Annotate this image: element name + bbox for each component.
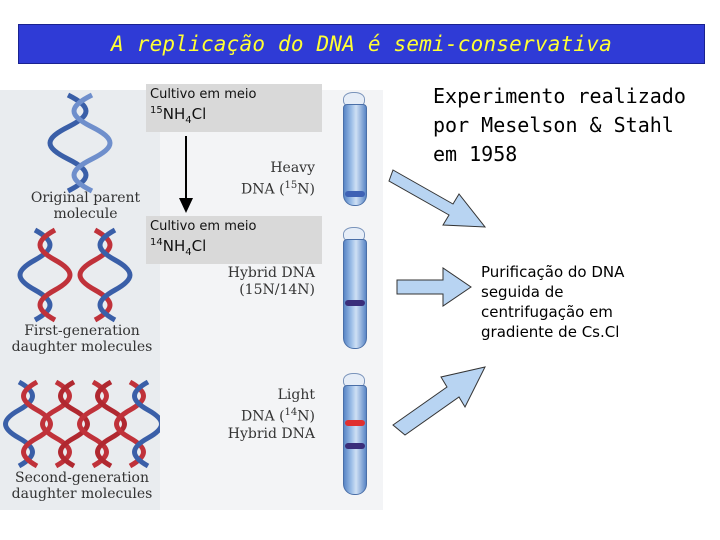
- tube-heavy: [343, 92, 367, 206]
- meselson-stahl-figure: Original parent molecule First-generatio…: [0, 90, 383, 510]
- medium-15n-formula: 15NH4Cl: [150, 103, 318, 129]
- experiment-line2: por Meselson & Stahl: [433, 113, 674, 137]
- second-gen-helix-3: [77, 379, 127, 469]
- medium-box-14n: Cultivo em meio 14NH4Cl: [146, 216, 322, 264]
- arrow-to-light-tube-icon: [392, 366, 486, 436]
- heavy-isotope: 15: [284, 180, 298, 191]
- hybrid-band: [345, 443, 365, 449]
- hybrid-label-line2: (15N/14N): [239, 282, 315, 298]
- second-gen-label-line1: Second-generation: [15, 470, 149, 486]
- original-label-line1: Original parent: [30, 190, 141, 206]
- medium-box-15n: Cultivo em meio 15NH4Cl: [146, 84, 322, 132]
- arrow-to-heavy-tube-icon: [388, 169, 487, 228]
- second-gen-helix-2: [40, 379, 90, 469]
- compound: NH: [162, 105, 186, 123]
- light-band: [345, 420, 365, 426]
- compound-end: Cl: [191, 105, 207, 123]
- medium-14n-formula: 14NH4Cl: [150, 235, 318, 261]
- title-bar: A replicação do DNA é semi-conservativa: [18, 24, 705, 64]
- second-generation-label: Second-generation daughter molecules: [4, 470, 160, 502]
- light-suffix: N): [297, 408, 315, 425]
- arrow-to-hybrid-tube-icon: [396, 267, 472, 307]
- light-label-line3: Hybrid DNA: [227, 425, 315, 442]
- tube-body: [343, 385, 367, 495]
- purification-line1: Purificação do DNA: [481, 263, 625, 281]
- light-label-line1: Light: [277, 387, 315, 403]
- original-label-line2: molecule: [53, 206, 118, 222]
- heavy-dna-label: Heavy DNA (15N): [210, 160, 315, 199]
- purification-line4: gradiente de Cs.Cl: [481, 323, 620, 341]
- first-gen-helix-2: [77, 227, 133, 323]
- compound: NH: [162, 237, 186, 255]
- heavy-label-line1: Heavy: [270, 160, 315, 176]
- heavy-band: [345, 191, 365, 197]
- tube-first-gen: [343, 227, 367, 349]
- light-dna-label: Light DNA (14N) Hybrid DNA: [200, 387, 315, 443]
- tube-body: [343, 239, 367, 349]
- purification-line2: seguida de: [481, 283, 564, 301]
- first-gen-label-line2: daughter molecules: [11, 339, 153, 355]
- experiment-note: Experimento realizado por Meselson & Sta…: [433, 82, 720, 169]
- tube-second-gen: [343, 373, 367, 495]
- mass-number: 15: [150, 105, 163, 116]
- heavy-prefix: DNA (: [241, 181, 285, 198]
- second-gen-helix-1: [3, 379, 53, 469]
- hybrid-band: [345, 300, 365, 306]
- dna-helices-illustration: [3, 92, 160, 469]
- heavy-suffix: N): [297, 181, 315, 198]
- parent-helix: [47, 92, 113, 194]
- second-gen-label-line2: daughter molecules: [11, 486, 153, 502]
- light-label-line2: DNA (14N): [200, 404, 315, 426]
- compound-end: Cl: [191, 237, 207, 255]
- light-prefix: DNA (: [241, 408, 285, 425]
- experiment-line1: Experimento realizado: [433, 84, 686, 108]
- experiment-line3: em 1958: [433, 142, 518, 166]
- heavy-label-line2: DNA (15N): [210, 177, 315, 199]
- subscript: 4: [185, 247, 192, 258]
- second-gen-helix-4: [114, 379, 160, 469]
- first-gen-label-line1: First-generation: [24, 323, 140, 339]
- original-parent-label: Original parent molecule: [18, 190, 153, 222]
- hybrid-dna-label: Hybrid DNA (15N/14N): [200, 265, 315, 299]
- purification-line3: centrifugação em: [481, 303, 613, 321]
- medium-14n-line1: Cultivo em meio: [150, 219, 257, 234]
- medium-15n-line1: Cultivo em meio: [150, 87, 257, 102]
- slide-title: A replicação do DNA é semi-conservativa: [111, 32, 612, 56]
- tube-body: [343, 104, 367, 206]
- subscript: 4: [185, 115, 192, 126]
- mass-number: 14: [150, 237, 163, 248]
- hybrid-label-line1: Hybrid DNA: [227, 265, 315, 281]
- first-gen-helix-1: [17, 227, 73, 323]
- purification-note: Purificação do DNA seguida de centrifuga…: [481, 262, 681, 342]
- light-isotope: 14: [284, 407, 298, 418]
- first-generation-label: First-generation daughter molecules: [4, 323, 160, 355]
- generation-arrow-icon: [179, 136, 193, 213]
